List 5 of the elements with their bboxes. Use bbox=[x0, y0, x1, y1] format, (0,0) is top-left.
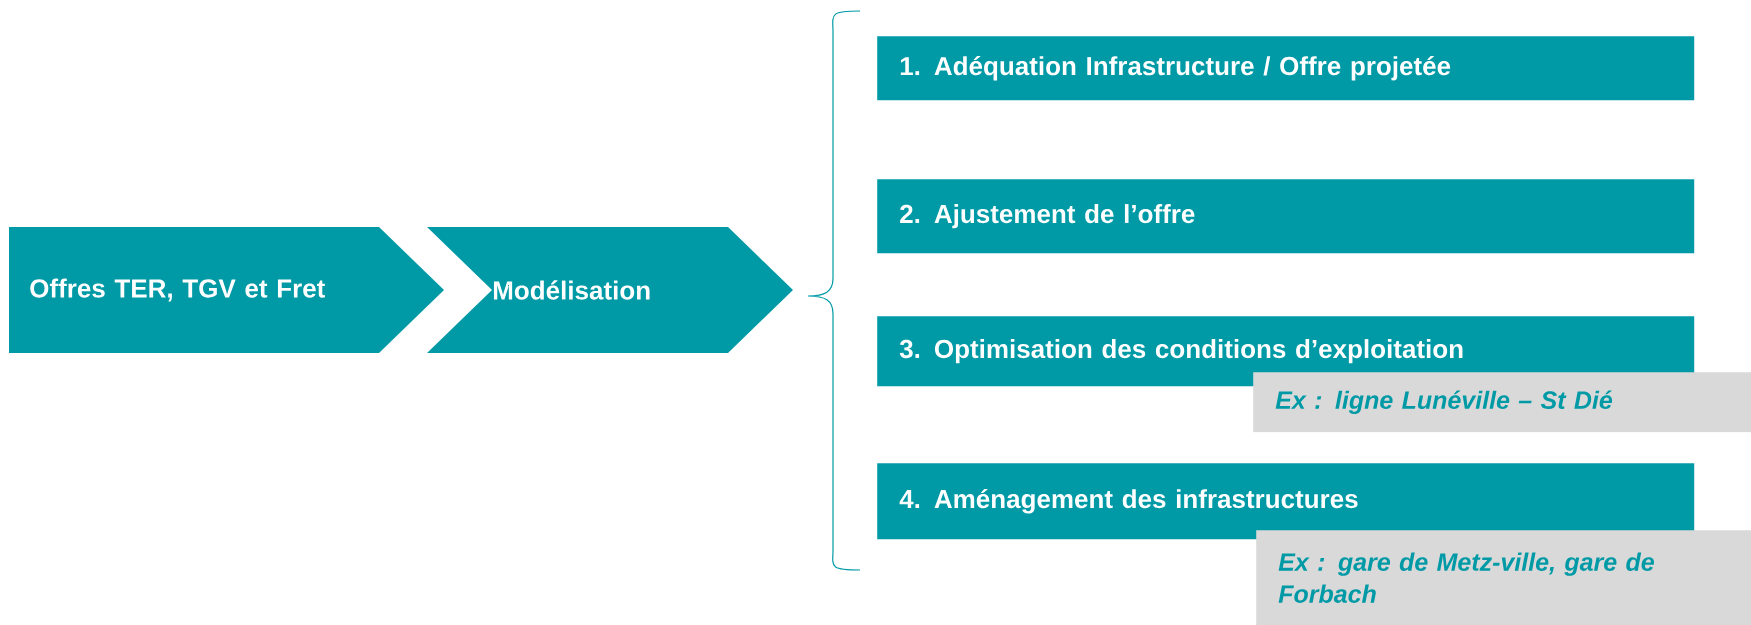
step-box: 1. Adéquation Infrastructure / Offre projetée bbox=[877, 36, 1695, 101]
example-note: Ex : ligne Lunéville – St Dié bbox=[1253, 372, 1751, 433]
example-note: Ex : gare de Metz-ville, gare de Forbach bbox=[1256, 530, 1751, 625]
step-box: 4. Aménagement des infrastructures bbox=[877, 463, 1695, 540]
step-box: 2. Ajustement de l’offre bbox=[877, 179, 1695, 254]
